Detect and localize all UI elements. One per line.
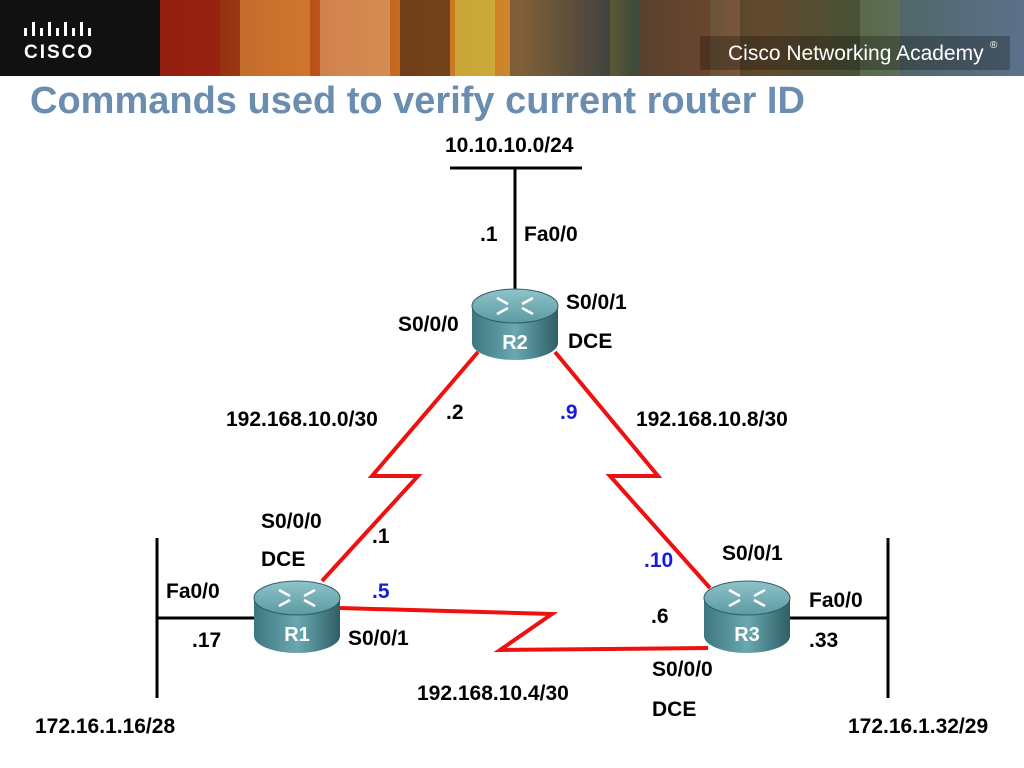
r1-dce-label: DCE [261, 548, 305, 571]
router-r2-name: R2 [502, 332, 528, 354]
r3-lan-interface-label: Fa0/0 [809, 589, 863, 612]
r2-lan-host-label: .1 [480, 223, 498, 246]
banner-graphic: CISCO Cisco Networking Academy ® [0, 0, 1024, 76]
slide-title: Commands used to verify current router I… [30, 80, 805, 122]
r1-lan-host-label: .17 [192, 629, 221, 652]
router-r3-name: R3 [734, 624, 760, 646]
router-r3[interactable]: R3 [703, 580, 791, 653]
cisco-logo-bars [24, 22, 91, 36]
router-icon [471, 288, 559, 360]
r1-lan-network-label: 172.16.1.16/28 [35, 715, 175, 738]
net-r1-r3-label: 192.168.10.4/30 [417, 682, 569, 705]
router-r2[interactable]: R2 [471, 288, 559, 360]
serial-links [320, 350, 712, 653]
net-r2-r3-label: 192.168.10.8/30 [636, 408, 788, 431]
r2-lan-interface-label: Fa0/0 [524, 223, 578, 246]
serial-link-r2-r3 [553, 350, 712, 590]
router-r1-name: R1 [284, 624, 310, 646]
r1-s000-host-label: .1 [372, 525, 390, 548]
r3-dce-label: DCE [652, 698, 696, 721]
r3-s000-host-label: .6 [651, 605, 669, 628]
serial-link-r1-r2 [320, 350, 480, 583]
router-icon [703, 580, 791, 653]
r1-s001-host-label: .5 [372, 580, 390, 603]
header-banner: CISCO Cisco Networking Academy ® [0, 0, 1024, 76]
r3-s000-label: S0/0/0 [652, 658, 713, 681]
r2-dce-label: DCE [568, 330, 612, 353]
r2-s000-label: S0/0/0 [398, 313, 459, 336]
net-r1-r2-label: 192.168.10.0/30 [226, 408, 378, 431]
r2-s001-label: S0/0/1 [566, 291, 627, 314]
r1-lan-interface-label: Fa0/0 [166, 580, 220, 603]
topology-labels: 10.10.10.0/24 .1 Fa0/0 S0/0/0 S0/0/1 DCE… [35, 134, 988, 738]
cisco-logo-text: CISCO [24, 42, 94, 63]
r3-s001-label: S0/0/1 [722, 542, 783, 565]
r3-s001-host-label: .10 [644, 549, 673, 572]
academy-title: Cisco Networking Academy [728, 42, 984, 65]
router-r1[interactable]: R1 [253, 580, 341, 653]
r3-lan-host-label: .33 [809, 629, 838, 652]
r1-s000-label: S0/0/0 [261, 510, 322, 533]
router-icon [253, 580, 341, 653]
r2-s001-host-label: .9 [560, 401, 578, 424]
ethernet-links [155, 166, 890, 698]
r1-s001-label: S0/0/1 [348, 627, 409, 650]
serial-link-r1-r3 [339, 606, 709, 653]
r3-lan-network-label: 172.16.1.32/29 [848, 715, 988, 738]
trademark-symbol: ® [990, 40, 998, 51]
r2-lan-network-label: 10.10.10.0/24 [445, 134, 574, 157]
r2-s000-host-label: .2 [446, 401, 464, 424]
